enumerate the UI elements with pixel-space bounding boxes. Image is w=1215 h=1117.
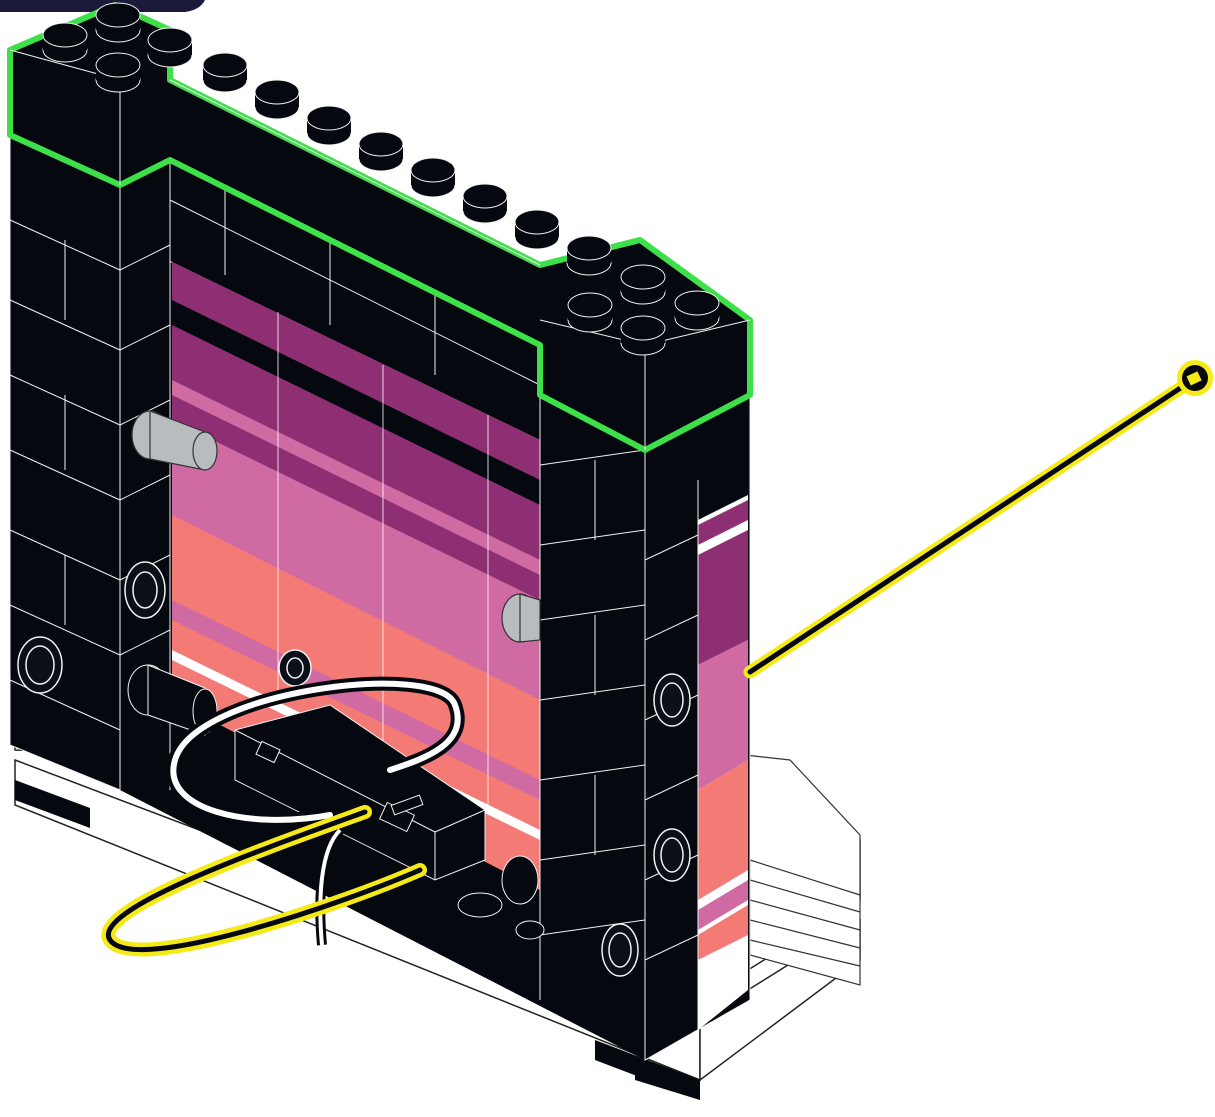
stud: [359, 132, 403, 171]
stud: [307, 106, 351, 145]
stud: [567, 236, 611, 275]
stud: [621, 316, 665, 355]
stud: [43, 23, 87, 62]
side-block: [745, 755, 860, 985]
stud: [96, 3, 140, 42]
frame-right-side: [645, 395, 750, 1060]
stud: [203, 53, 247, 92]
stud: [411, 158, 455, 197]
stud: [148, 28, 192, 67]
stud: [515, 210, 559, 249]
stud: [675, 291, 719, 330]
stud: [621, 265, 665, 304]
stud: [255, 80, 299, 119]
light-module-icon: [1177, 360, 1213, 396]
stud: [568, 293, 612, 332]
stud: [463, 184, 507, 223]
stud: [96, 53, 140, 92]
